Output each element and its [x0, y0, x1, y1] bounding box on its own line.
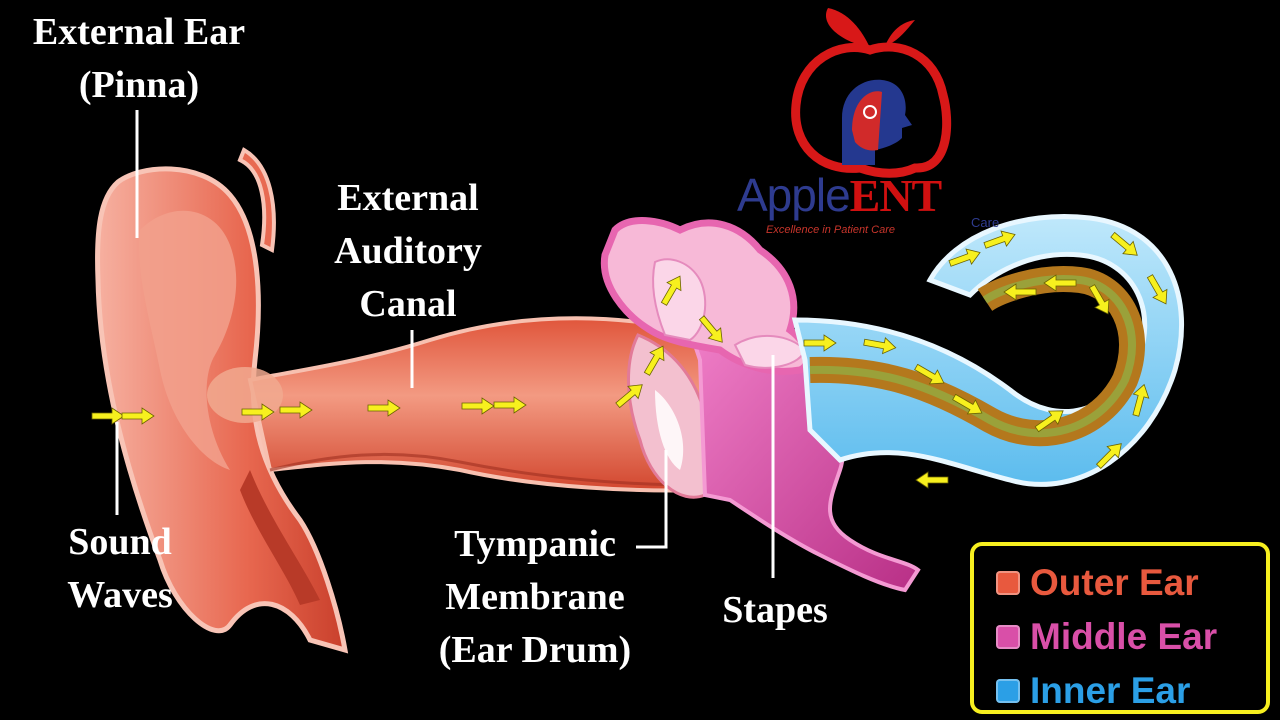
sound-arrow: [1043, 274, 1077, 292]
color-legend: Outer Ear Middle Ear Inner Ear: [970, 542, 1270, 714]
sound-arrow: [279, 401, 313, 419]
label-stapes: Stapes: [722, 589, 828, 631]
label-external-ear-line1: External Ear: [32, 11, 246, 53]
sound-wave-arrows: [91, 230, 1168, 489]
logo-care-text: Care: [971, 215, 1000, 230]
legend-item-middle-ear: Middle Ear: [996, 612, 1217, 662]
sound-arrow: [643, 345, 665, 376]
sound-arrow: [241, 403, 275, 421]
label-sound-waves-line2: Waves: [67, 574, 173, 616]
label-tympanic-membrane: Tympanic Membrane (Ear Drum): [420, 518, 650, 677]
label-tympanic-line2: Membrane: [445, 576, 625, 618]
sound-arrow: [91, 407, 125, 425]
sound-arrow: [698, 315, 723, 343]
apple-ent-logo-text: AppleENT: [737, 168, 943, 222]
label-external-ear: External Ear (Pinna): [18, 6, 260, 112]
label-external-auditory-canal: External Auditory Canal: [318, 172, 498, 331]
legend-swatch-outer-ear: [996, 571, 1020, 595]
legend-label-outer-ear: Outer Ear: [1030, 562, 1199, 603]
sound-arrow: [1003, 283, 1037, 301]
sound-arrow: [914, 363, 945, 385]
sound-arrow: [493, 396, 527, 414]
legend-swatch-inner-ear: [996, 679, 1020, 703]
sound-arrow: [660, 275, 682, 306]
sound-arrow: [1095, 443, 1122, 470]
legend-swatch-middle-ear: [996, 625, 1020, 649]
label-sound-waves: Sound Waves: [52, 516, 188, 622]
sound-arrow: [863, 337, 897, 355]
sound-arrow: [1146, 274, 1168, 305]
sound-arrow: [803, 334, 837, 352]
label-external-ear-line2: (Pinna): [78, 64, 200, 106]
label-canal-line1: External: [337, 177, 479, 219]
leader-line-tympanic: [636, 450, 668, 549]
sound-arrow: [1110, 231, 1138, 256]
sound-arrow: [1088, 284, 1110, 315]
sound-arrow: [952, 393, 983, 415]
tympanic-membrane-shape: [627, 333, 712, 499]
sound-arrow: [461, 397, 495, 415]
sound-arrow: [121, 407, 155, 425]
sound-arrow: [948, 248, 981, 267]
logo-tagline: Excellence in Patient Care: [766, 224, 896, 236]
legend-label-inner-ear: Inner Ear: [1030, 670, 1191, 711]
label-tympanic-line3: (Ear Drum): [438, 629, 632, 671]
legend-item-outer-ear: Outer Ear: [996, 558, 1199, 608]
legend-item-inner-ear: Inner Ear: [996, 666, 1190, 716]
sound-arrow: [915, 471, 949, 489]
inner-ear-shape: [791, 214, 1184, 487]
legend-label-middle-ear: Middle Ear: [1030, 616, 1218, 657]
sound-arrow: [367, 399, 401, 417]
label-canal-line3: Canal: [359, 283, 457, 325]
label-tympanic-line1: Tympanic: [454, 523, 616, 565]
sound-arrow: [1034, 410, 1064, 433]
logo-brand-ent: ENT: [849, 170, 943, 221]
middle-ear-shape: [600, 217, 921, 593]
leader-lines: [115, 110, 775, 578]
sound-arrow: [615, 384, 643, 409]
sound-arrow: [983, 230, 1016, 249]
sound-arrow: [1132, 383, 1150, 417]
label-canal-line2: Auditory: [334, 230, 482, 272]
apple-ent-logo-mark: [791, 8, 952, 178]
label-sound-waves-line1: Sound: [68, 521, 172, 563]
logo-brand-apple: Apple: [737, 169, 851, 221]
